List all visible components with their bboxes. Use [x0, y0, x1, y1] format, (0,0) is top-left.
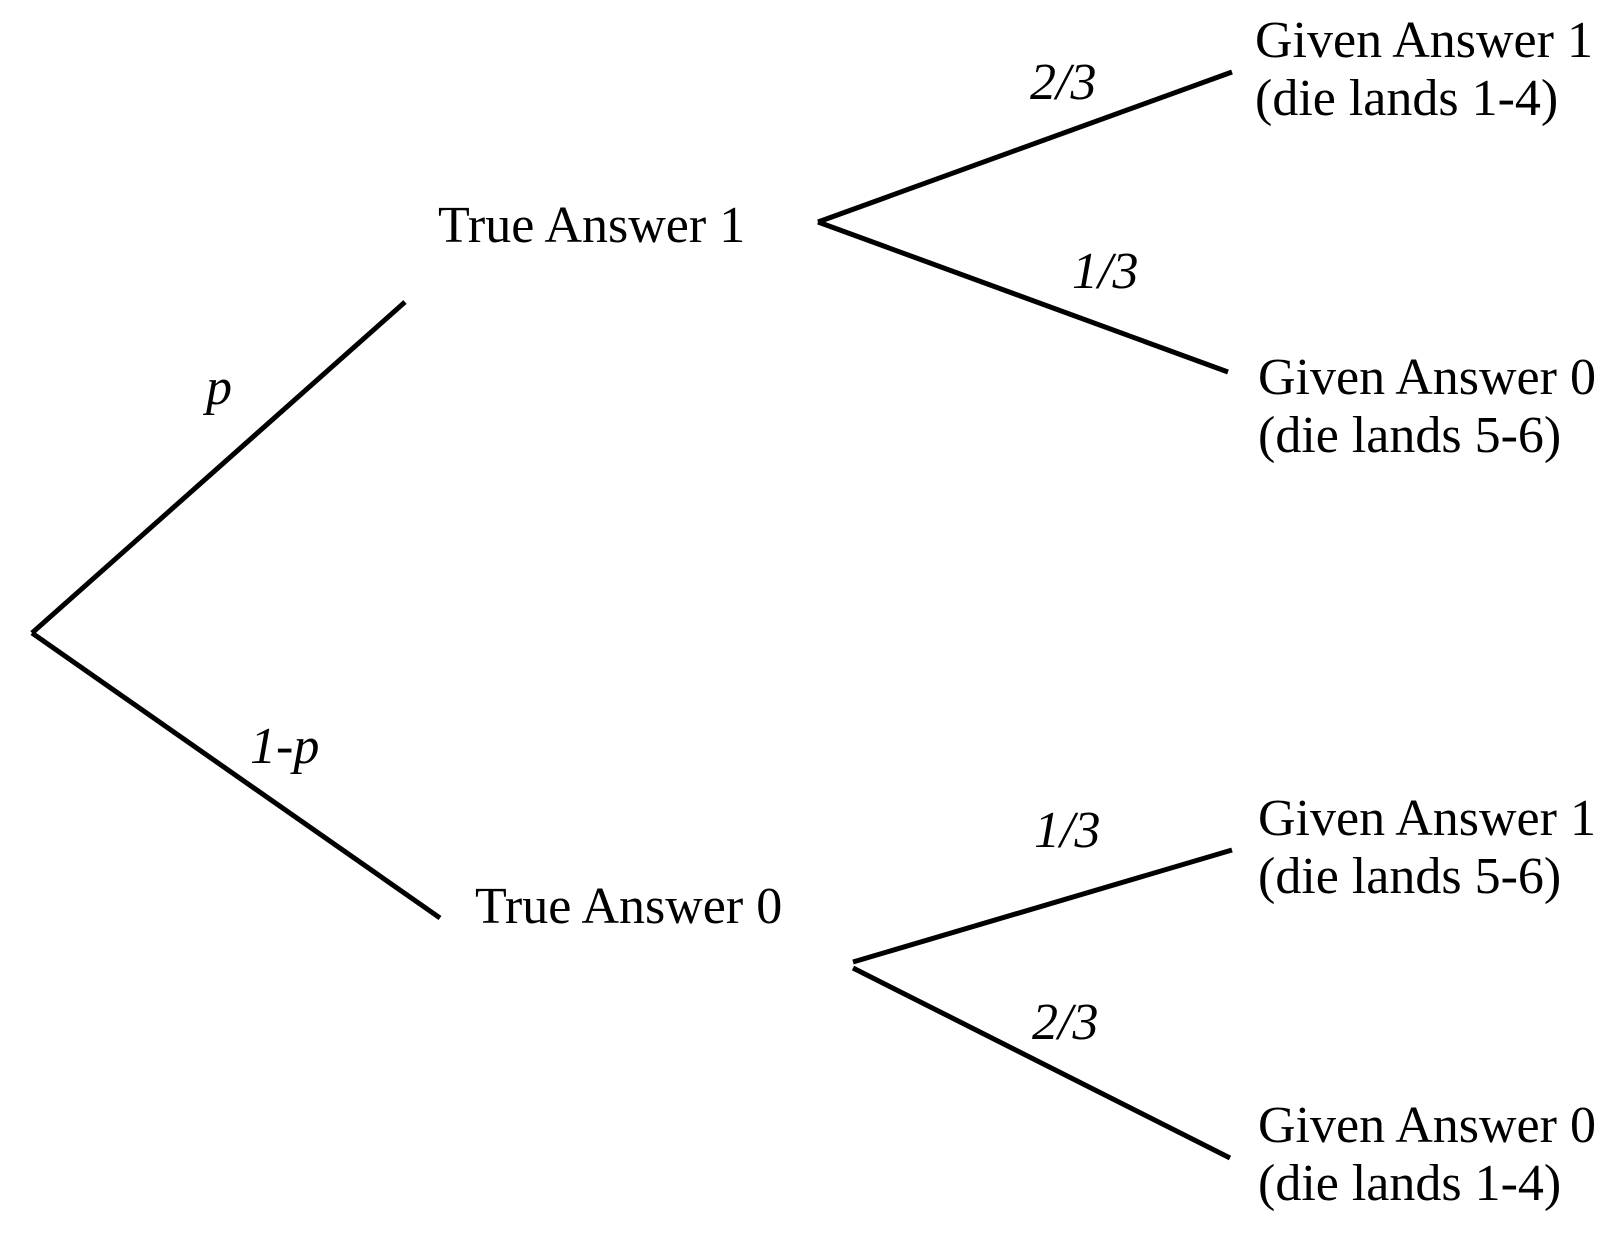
branch-label-1-3-upper: 1/3	[1072, 243, 1139, 300]
leaf-die-range-line: (die lands 1-4)	[1255, 70, 1559, 127]
node-true-answer-0: True Answer 0	[475, 878, 783, 935]
branch-line-1-p	[30, 630, 442, 921]
branch-line-1-3-lower	[852, 847, 1233, 965]
branch-label-1-3-lower: 1/3	[1034, 802, 1101, 859]
branch-line-p	[30, 300, 407, 635]
leaf-outcome-line: Given Answer 1	[1258, 790, 1596, 847]
branch-label-1-p: 1-p	[250, 718, 320, 775]
leaf-given-answer-0-die-1-4: Given Answer 0 (die lands 1-4)	[1258, 1097, 1596, 1213]
leaf-given-answer-1-die-5-6: Given Answer 1 (die lands 5-6)	[1258, 790, 1596, 906]
leaf-given-answer-1-die-1-4: Given Answer 1 (die lands 1-4)	[1255, 12, 1593, 128]
leaf-die-range-line: (die lands 5-6)	[1258, 407, 1562, 464]
leaf-given-answer-0-die-5-6: Given Answer 0 (die lands 5-6)	[1258, 349, 1596, 465]
leaf-outcome-line: Given Answer 0	[1258, 349, 1596, 406]
node-true-answer-1: True Answer 1	[438, 197, 746, 254]
branch-label-p: p	[206, 359, 232, 416]
branch-line-2-3-upper	[817, 69, 1233, 225]
branch-label-2-3-lower: 2/3	[1032, 994, 1099, 1051]
branch-line-1-3-upper	[817, 219, 1229, 375]
leaf-outcome-line: Given Answer 1	[1255, 12, 1593, 69]
leaf-die-range-line: (die lands 5-6)	[1258, 848, 1562, 905]
branch-line-2-3-lower	[851, 965, 1232, 1161]
leaf-die-range-line: (die lands 1-4)	[1258, 1155, 1562, 1212]
leaf-outcome-line: Given Answer 0	[1258, 1097, 1596, 1154]
branch-label-2-3-upper: 2/3	[1030, 54, 1097, 111]
